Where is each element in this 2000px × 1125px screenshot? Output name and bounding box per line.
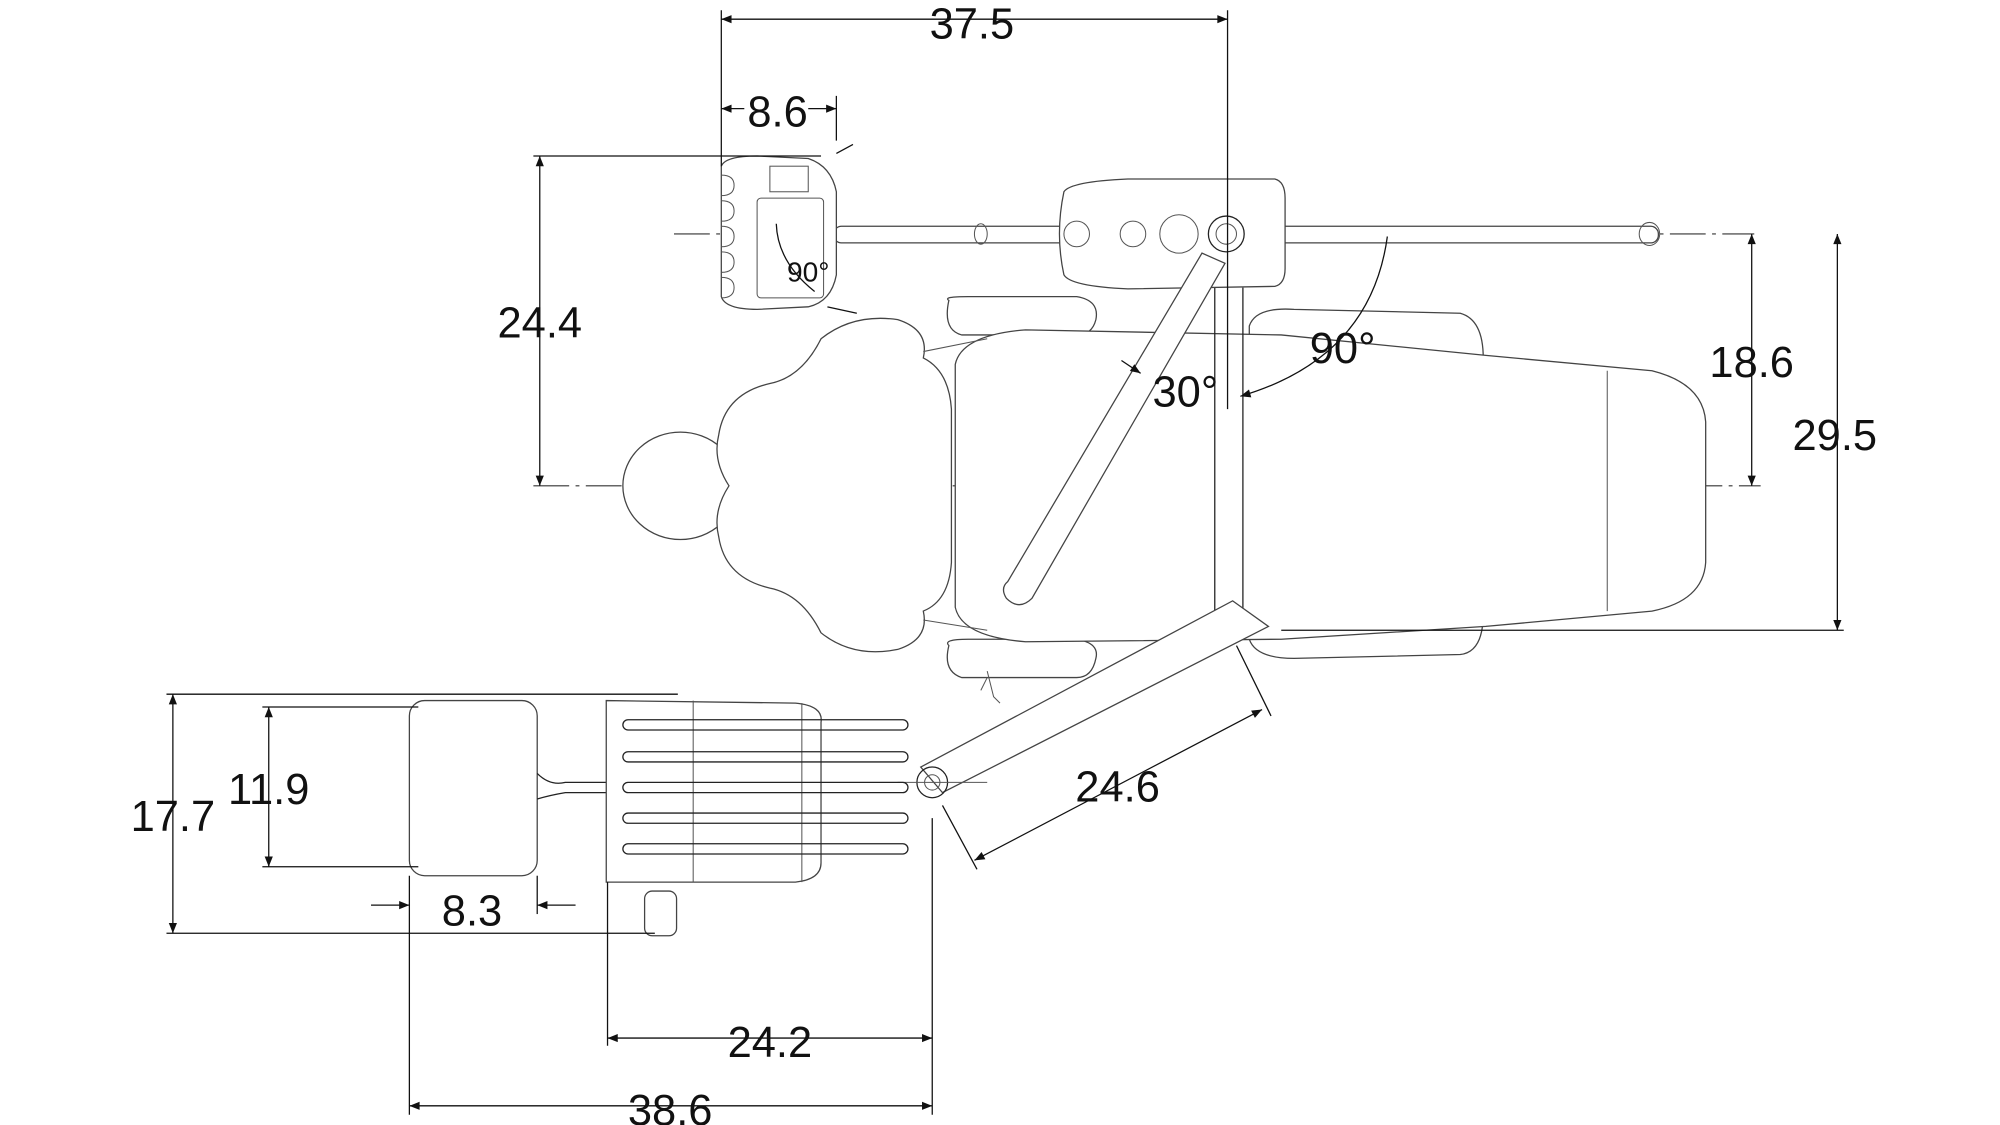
delivery-unit <box>408 699 909 937</box>
chair <box>622 295 1707 704</box>
dim-24-6: 24.6 <box>1075 764 1160 812</box>
dim-24-4: 24.4 <box>497 300 582 348</box>
dim-38-6: 38.6 <box>628 1087 713 1125</box>
light-post-head <box>1058 178 1286 290</box>
dim-8-3: 8.3 <box>442 888 502 936</box>
dimension-lines <box>166 10 1844 1115</box>
dimension-labels: 37.5 8.6 24.4 90° 90° 30° 18.6 29.5 17.7… <box>131 0 1878 1125</box>
instrument-holder <box>605 699 822 883</box>
angle-90-arm: 90° <box>1310 325 1376 373</box>
foot-control <box>643 890 678 937</box>
seat <box>954 329 1707 643</box>
dim-18-6: 18.6 <box>1709 339 1794 387</box>
dim-8-6: 8.6 <box>747 89 807 137</box>
armrest-bottom <box>946 638 1098 679</box>
operating-light <box>720 155 1661 311</box>
backrest <box>716 317 953 653</box>
armrest-top <box>946 295 1098 336</box>
angle-30: 30° <box>1153 369 1219 417</box>
dim-29-5: 29.5 <box>1793 412 1878 460</box>
dim-24-2: 24.2 <box>728 1019 813 1067</box>
dim-17-7: 17.7 <box>131 793 216 841</box>
tray <box>408 699 538 877</box>
angle-90-light: 90° <box>787 256 830 287</box>
chair-post <box>1214 287 1244 614</box>
dim-11-9: 11.9 <box>228 766 309 814</box>
dim-37-5: 37.5 <box>930 0 1015 48</box>
